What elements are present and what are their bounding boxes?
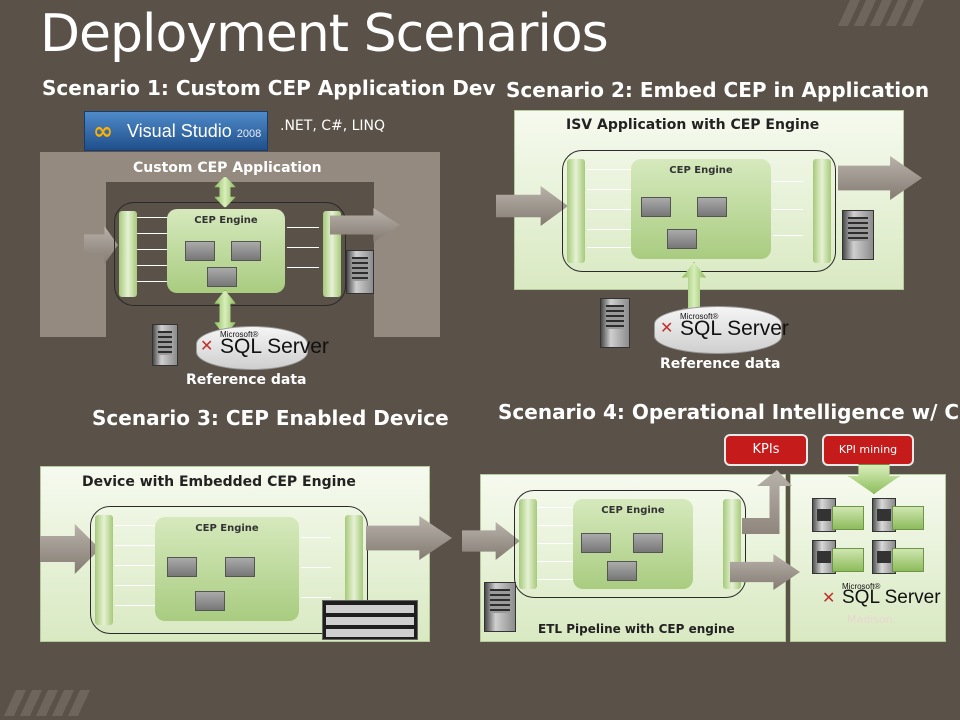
s4-server-icon	[484, 582, 516, 632]
s2-cep-engine-box: CEP Engine	[562, 150, 836, 272]
s1-sql-server-logo: Microsoft®SQL Server	[220, 330, 329, 358]
technologies-label: .NET, C#, LINQ	[280, 118, 386, 134]
s4-sql-server-icon: ✕	[822, 588, 836, 607]
device-embedded-label: Device with Embedded CEP Engine	[82, 474, 356, 490]
s1-db-server-icon	[152, 324, 178, 366]
logo-year: 2008	[236, 128, 262, 140]
s2-engine-label: CEP Engine	[669, 165, 733, 176]
madison-label: Madison	[847, 613, 893, 626]
s1-reference-data-label: Reference data	[186, 372, 307, 388]
scenario-3-title: Scenario 3: CEP Enabled Device	[92, 406, 449, 430]
kpi-mining-badge: KPI mining	[822, 434, 914, 466]
device-hardware-icon	[322, 600, 418, 640]
s3-cep-engine-box: CEP Engine	[90, 506, 368, 634]
scenario-2-title: Scenario 2: Embed CEP in Application	[506, 78, 930, 102]
s2-sql-server-logo: Microsoft®SQL Server	[680, 312, 789, 340]
s1-sql-server-icon: ✕	[200, 336, 214, 355]
s3-engine-label: CEP Engine	[195, 523, 259, 534]
s2-db-server-icon	[600, 298, 630, 348]
s2-reference-data-label: Reference data	[660, 356, 781, 372]
visual-studio-logo: ∞ Visual Studio 2008	[84, 111, 268, 151]
page-title: Deployment Scenarios	[40, 4, 609, 64]
logo-name: Visual Studio	[127, 121, 232, 141]
s2-server-icon	[842, 210, 874, 260]
s2-sql-server-icon: ✕	[660, 318, 674, 337]
s4-sql-server-logo: Microsoft®SQL Server	[842, 582, 941, 608]
visual-studio-icon: ∞	[93, 117, 113, 145]
custom-cep-application-label: Custom CEP Application	[133, 160, 322, 176]
s4-engine-label: CEP Engine	[601, 505, 665, 516]
scenario-1-title: Scenario 1: Custom CEP Application Dev	[42, 76, 496, 100]
etl-pipeline-label: ETL Pipeline with CEP engine	[538, 622, 735, 636]
s4-cep-engine-box: CEP Engine	[514, 490, 746, 598]
kpis-badge: KPIs	[724, 434, 808, 466]
s1-engine-label: CEP Engine	[194, 215, 258, 226]
decorative-stripes-bottom	[3, 690, 91, 716]
scenario-4-title: Scenario 4: Operational Intelligence w/ …	[498, 400, 960, 424]
visual-studio-logo-text: Visual Studio 2008	[127, 121, 261, 142]
decorative-stripes-top	[837, 0, 925, 26]
isv-application-label: ISV Application with CEP Engine	[566, 117, 820, 133]
s1-cep-engine-box: CEP Engine	[114, 202, 346, 306]
s1-server-icon	[346, 250, 374, 294]
s2-sql-server-database	[654, 306, 782, 354]
s1-sql-server-database	[196, 326, 308, 370]
